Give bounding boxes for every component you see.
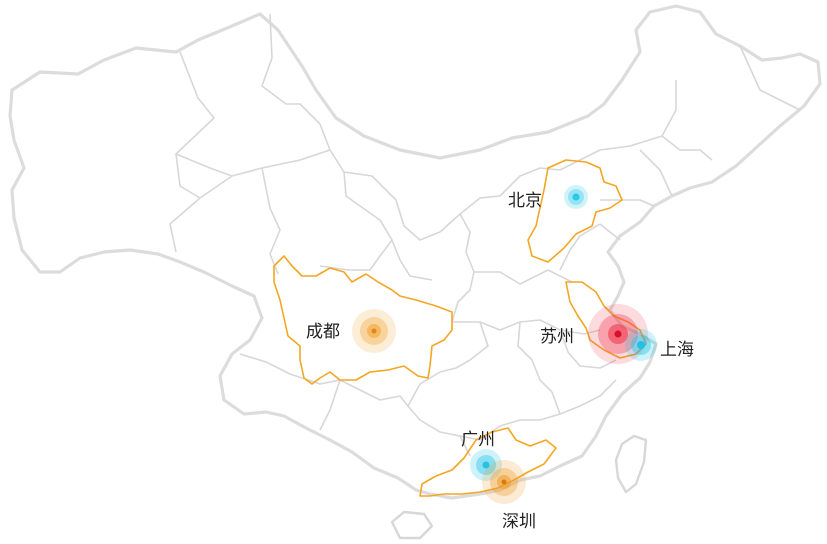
city-label-guangzhou: 广州 bbox=[461, 430, 495, 450]
sichuan-region bbox=[273, 255, 453, 385]
city-marker-beijing[interactable] bbox=[564, 185, 588, 209]
province-outlines bbox=[8, 4, 822, 540]
city-marker-suzhou[interactable] bbox=[588, 304, 648, 364]
city-label-suzhou: 苏州 bbox=[540, 327, 574, 347]
city-marker-shenzhen[interactable] bbox=[482, 460, 526, 504]
city-label-beijing: 北京 bbox=[508, 191, 542, 211]
taiwan-outline bbox=[614, 434, 648, 494]
city-marker-guangzhou[interactable] bbox=[470, 449, 502, 481]
city-marker-chengdu[interactable] bbox=[352, 309, 396, 353]
city-marker-shanghai[interactable] bbox=[625, 329, 657, 361]
city-label-shanghai: 上海 bbox=[660, 340, 694, 360]
country-outline bbox=[8, 4, 822, 500]
beijing-hebei-region bbox=[527, 159, 623, 263]
city-label-chengdu: 成都 bbox=[306, 322, 340, 342]
guangdong-region bbox=[419, 427, 557, 497]
hainan-outline bbox=[390, 510, 434, 540]
city-label-shenzhen: 深圳 bbox=[502, 512, 536, 532]
